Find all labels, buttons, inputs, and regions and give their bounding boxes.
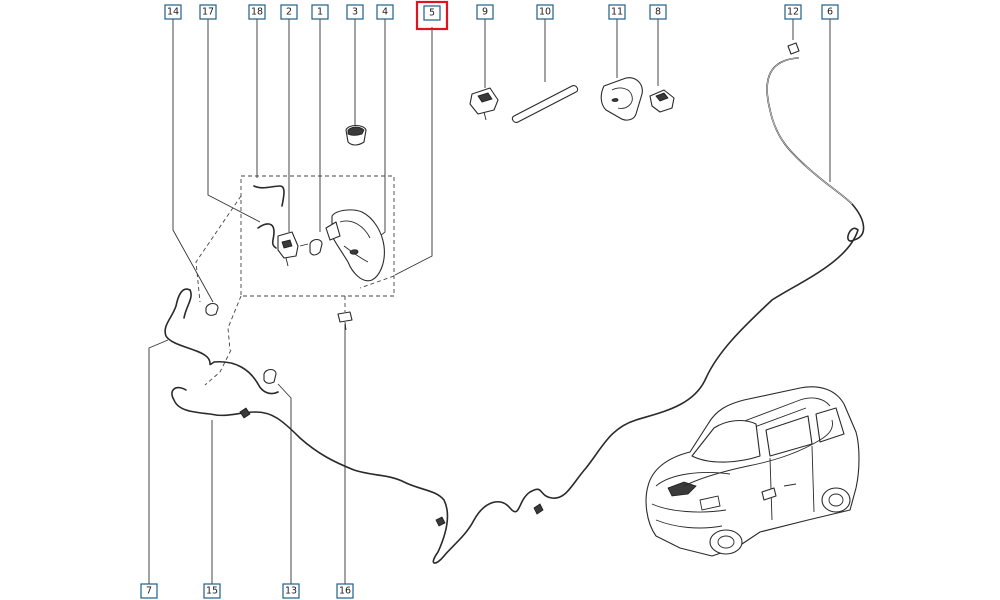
part-10-tube (511, 85, 579, 123)
clip-hose (533, 503, 544, 515)
leader-7 (148, 339, 169, 584)
svg-text:14: 14 (167, 7, 179, 18)
label-13: 13 (282, 583, 300, 599)
clip-hose-2 (435, 516, 446, 527)
svg-text:5: 5 (429, 8, 435, 19)
svg-text:17: 17 (202, 7, 214, 18)
svg-text:11: 11 (611, 7, 623, 18)
leader-13 (277, 383, 292, 584)
svg-text:7: 7 (146, 586, 152, 597)
label-8: 8 (649, 4, 667, 20)
svg-text:4: 4 (382, 7, 388, 18)
svg-text:13: 13 (285, 586, 297, 597)
label-18: 18 (248, 4, 266, 20)
part-9-clip (469, 87, 499, 121)
label-5: 5 (423, 5, 441, 21)
leader-5 (394, 27, 433, 276)
washer-pump (277, 231, 299, 267)
label-1: 1 (311, 4, 329, 20)
svg-text:8: 8 (655, 7, 661, 18)
washer-reservoir (325, 209, 385, 282)
label-15: 15 (203, 583, 221, 599)
label-2: 2 (280, 4, 298, 20)
leader-17 (207, 19, 261, 223)
label-17: 17 (199, 4, 217, 20)
svg-text:9: 9 (482, 7, 488, 18)
label-5-highlight (415, 0, 449, 31)
filler-cap (345, 124, 367, 146)
svg-text:6: 6 (827, 7, 833, 18)
leader-14 (172, 19, 214, 303)
part-11-bracket (600, 77, 643, 121)
svg-text:18: 18 (251, 7, 263, 18)
hose-clips (205, 42, 800, 527)
svg-text:1: 1 (317, 7, 323, 18)
label-12: 12 (784, 4, 802, 20)
vehicle-illustration (645, 386, 860, 557)
nozzle-12 (787, 42, 800, 55)
front-washer-hose (164, 288, 279, 395)
labels: 14 17 18 2 1 3 4 5 9 10 11 8 12 6 7 15 1… (140, 0, 839, 599)
svg-text:3: 3 (352, 7, 358, 18)
label-16: 16 (336, 583, 354, 599)
svg-text:15: 15 (206, 586, 218, 597)
label-7: 7 (140, 583, 158, 599)
label-4: 4 (376, 4, 394, 20)
leader-4 (374, 19, 386, 241)
label-3: 3 (346, 4, 364, 20)
assembly-frame (195, 175, 395, 386)
part-8-clip (649, 89, 675, 113)
long-washer-hose (171, 57, 865, 564)
svg-text:16: 16 (339, 586, 351, 597)
label-11: 11 (608, 4, 626, 20)
leader-lines (148, 19, 831, 584)
engine-bay-highlight (667, 481, 697, 497)
bolt (337, 311, 353, 331)
pump-grommet (299, 238, 323, 256)
inner-hoses (253, 185, 285, 249)
label-10: 10 (536, 4, 554, 20)
svg-text:10: 10 (539, 7, 551, 18)
clip-15 (239, 407, 251, 419)
label-14: 14 (164, 4, 182, 20)
svg-text:2: 2 (286, 7, 292, 18)
nozzle-14 (205, 302, 219, 316)
svg-text:12: 12 (787, 7, 799, 18)
label-9: 9 (476, 4, 494, 20)
nozzle-13 (263, 368, 277, 384)
label-6: 6 (821, 4, 839, 20)
